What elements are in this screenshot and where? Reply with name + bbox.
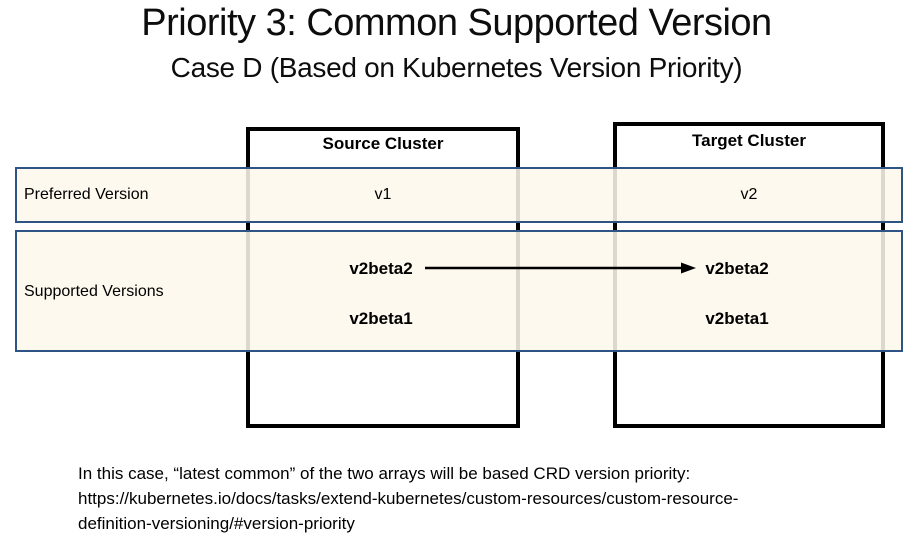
- footnote: In this case, “latest common” of the two…: [78, 461, 868, 536]
- footnote-line-1: In this case, “latest common” of the two…: [78, 464, 691, 483]
- target-supported-version-v2beta2: v2beta2: [705, 259, 769, 278]
- target-supported-version-v2beta1: v2beta1: [705, 309, 769, 328]
- supported-versions-label: Supported Versions: [24, 283, 164, 300]
- source-supported-version-v2beta1: v2beta1: [349, 309, 413, 328]
- source-preferred-version-value: v1: [374, 186, 392, 203]
- preferred-version-label: Preferred Version: [24, 186, 149, 203]
- footnote-url-line-1: https://kubernetes.io/docs/tasks/extend-…: [78, 489, 739, 508]
- source-supported-version-v2beta2: v2beta2: [349, 259, 413, 278]
- supported-versions-row: [15, 230, 903, 352]
- page-title: Priority 3: Common Supported Version: [141, 2, 772, 44]
- preferred-version-row: [15, 167, 903, 223]
- target-preferred-version-value: v2: [740, 186, 758, 203]
- footnote-url-line-2: definition-versioning/#version-priority: [78, 514, 355, 533]
- page-subtitle: Case D (Based on Kubernetes Version Prio…: [170, 52, 743, 83]
- target-cluster-header: Target Cluster: [692, 131, 806, 150]
- source-cluster-header: Source Cluster: [322, 134, 444, 153]
